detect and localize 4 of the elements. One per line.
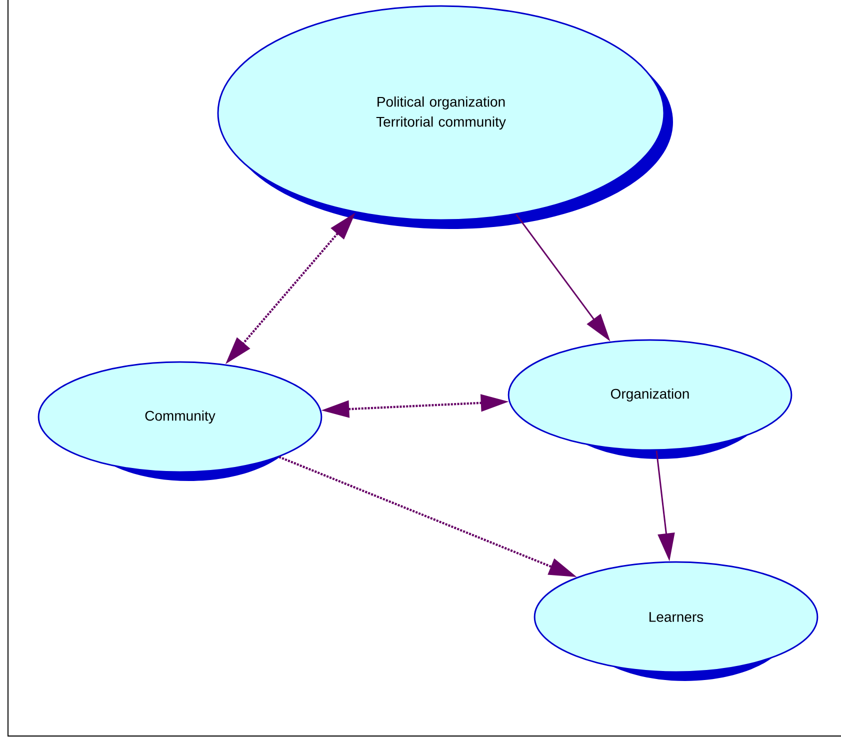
ellipse-node: Learners [534,561,818,681]
ellipse-node: Community [38,361,322,481]
ellipse-node: Organization [508,339,792,459]
ellipse-node: Political organization Territorial community [217,5,673,229]
